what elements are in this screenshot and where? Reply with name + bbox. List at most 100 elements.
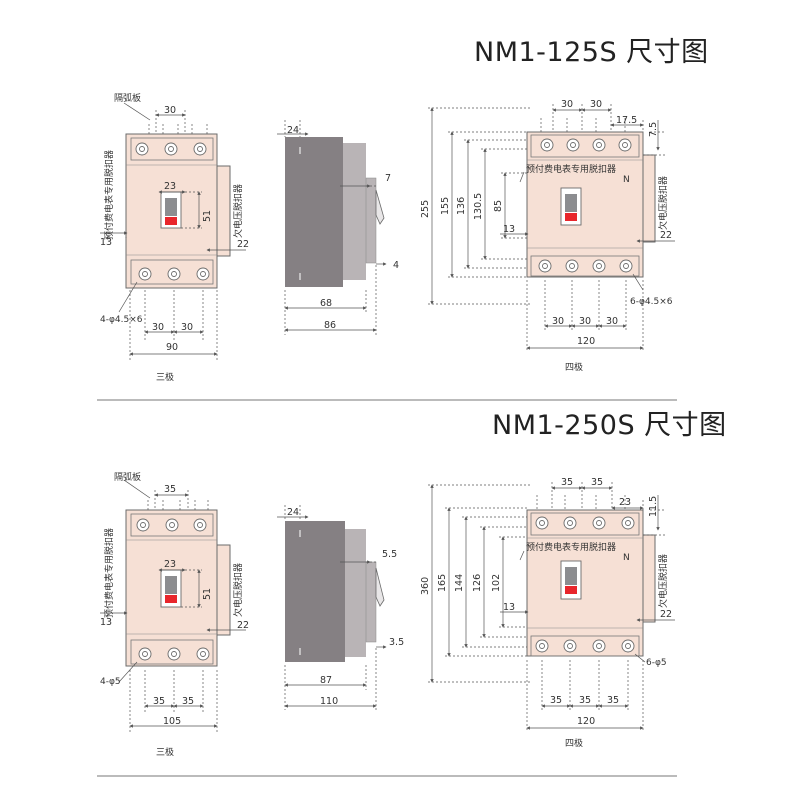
terminal-screws-bottom-250: [138, 647, 210, 661]
title-nm1-250s: NM1-250S 尺寸图: [492, 410, 727, 441]
title-nm1-125s: NM1-125S 尺寸图: [474, 37, 709, 68]
dim-pitch-a: 30: [152, 322, 164, 333]
dim-right-22-4p: 22: [660, 230, 672, 241]
dim-right-22-4p-250: 22: [660, 609, 672, 620]
terminal-screws-top-4p: [540, 138, 632, 152]
front-view-3pole: 隔弧板 30 预付费电表专用脱扣器 欠电压脱扣器 23 51 13 22 4-φ…: [100, 92, 249, 383]
dim-pitch-a-4p-250: 35: [561, 477, 573, 488]
handle-250: [160, 569, 182, 608]
label-prepaid-release-4p-250: 预付费电表专用脱扣器: [526, 541, 616, 553]
side-view-250: 24 5.5 3.5 87 110: [277, 505, 404, 710]
dim-top-pitch-250: 35: [164, 484, 176, 495]
dim-side-7: 7: [385, 173, 391, 184]
dim-mount-holes-4p-250: 6-φ5: [646, 658, 667, 668]
side-dimension-lines: [277, 120, 387, 335]
dim-right-22-250: 22: [237, 620, 249, 631]
dim-height-144: 144: [454, 574, 465, 592]
dim-height-136: 136: [456, 197, 467, 215]
caption-three-pole-250: 三极: [156, 746, 174, 758]
dim-height-130-5: 130.5: [473, 193, 484, 220]
dim-pitch-a-250: 35: [153, 696, 165, 707]
side-dimension-lines-250: [277, 505, 387, 710]
label-undervoltage-release-4p-250: 欠电压脱扣器: [657, 554, 669, 608]
terminal-screws-bottom-4p-250: [535, 639, 635, 653]
side-handle: [375, 189, 385, 225]
side-handle-base: [365, 177, 377, 264]
label-undervoltage-release-250: 欠电压脱扣器: [232, 563, 244, 617]
dim-bottom-pitch-3: 30: [606, 316, 618, 327]
dim-left-13-250: 13: [100, 617, 112, 628]
handle-4p: [560, 187, 582, 226]
terminal-screws-top-4p-250: [535, 516, 635, 530]
dim-side-top: 24: [287, 125, 299, 136]
dim-pitch-b: 30: [181, 322, 193, 333]
nm1-125s-section: 隔弧板 30 预付费电表专用脱扣器 欠电压脱扣器 23 51 13 22 4-φ…: [100, 92, 675, 383]
dim-mount-holes-250: 4-φ5: [100, 677, 121, 687]
side-cover-250: [345, 529, 366, 657]
dim-bottom-pitch-3-250: 35: [607, 695, 619, 706]
dim-height-102: 102: [491, 574, 502, 592]
dim-side-3-5: 3.5: [389, 637, 404, 648]
caption-three-pole: 三极: [156, 371, 174, 383]
dim-left-13-4p-250: 13: [503, 602, 515, 613]
dim-side-110: 110: [320, 696, 338, 707]
dim-height-126: 126: [472, 574, 483, 592]
side-main-body: [285, 137, 343, 287]
dim-width: 90: [166, 342, 178, 353]
label-prepaid-release-4p: 预付费电表专用脱扣器: [526, 163, 616, 175]
label-prepaid-release: 预付费电表专用脱扣器: [103, 150, 115, 240]
handle: [160, 191, 182, 229]
accessory-box-4p-250: [642, 534, 656, 623]
dim-top-pitch: 30: [164, 105, 176, 116]
dim-mount-holes-4p: 6-φ4.5×6: [630, 297, 673, 307]
dimension-lines-4p: [428, 104, 675, 352]
dim-bottom-pitch-1: 30: [552, 316, 564, 327]
dim-height-360: 360: [420, 577, 431, 595]
dim-height-165: 165: [437, 574, 448, 592]
bottom-terminal-strip: [130, 259, 214, 285]
dim-pitch-b-250: 35: [182, 696, 194, 707]
dim-width-250: 105: [163, 716, 181, 727]
breaker-body-4p: [526, 131, 644, 278]
dim-height-155: 155: [440, 197, 451, 215]
side-view: 24 7 4 68 86: [277, 120, 399, 335]
dim-width-4p: 120: [577, 336, 595, 347]
dim-handle-width: 23: [164, 181, 176, 192]
front-view-4pole-250: 35 35 23 11.5 360 165 144 126 102 预付费电表专…: [420, 477, 675, 749]
terminal-screws-bottom-4p: [538, 259, 633, 273]
front-view-4pole: 30 30 17.5 7.5 255 155 136 130.5 85 预付费电…: [420, 99, 675, 373]
dim-bottom-pitch-1-250: 35: [550, 695, 562, 706]
dim-right-22: 22: [237, 239, 249, 250]
top-terminal-strip: [130, 137, 214, 161]
bottom-terminal-strip-4p: [530, 255, 640, 277]
label-undervoltage-release-4p: 欠电压脱扣器: [657, 176, 669, 230]
dim-bottom-pitch-2: 30: [579, 316, 591, 327]
dim-pitch-a-4p: 30: [561, 99, 573, 110]
dim-pitch-b-4p: 30: [590, 99, 602, 110]
dim-11-5: 11.5: [648, 496, 659, 517]
terminal-screws-bottom: [138, 267, 210, 281]
dimension-lines-4p-250: [428, 482, 675, 732]
side-main-body-250: [285, 521, 345, 662]
label-undervoltage-release: 欠电压脱扣器: [232, 184, 244, 238]
label-arc-plate: 隔弧板: [114, 92, 141, 104]
dim-17-5: 17.5: [616, 115, 637, 126]
dim-pitch-b-4p-250: 35: [591, 477, 603, 488]
accessory-box: [216, 165, 231, 257]
accessory-box-4p: [642, 154, 656, 243]
dim-width-4p-250: 120: [577, 716, 595, 727]
front-view-3pole-250: 隔弧板 35 预付费电表专用脱扣器 欠电压脱扣器 23 51 13 22 4-φ…: [100, 471, 249, 758]
top-terminal-strip-250: [130, 513, 214, 537]
caption-four-pole: 四极: [565, 361, 583, 373]
bottom-terminal-strip-4p-250: [530, 635, 640, 657]
dim-side-5-5: 5.5: [382, 549, 397, 560]
nm1-250s-section: 隔弧板 35 预付费电表专用脱扣器 欠电压脱扣器 23 51 13 22 4-φ…: [100, 471, 675, 758]
dim-handle-height-250: 51: [202, 588, 213, 600]
dim-height-85: 85: [493, 200, 504, 212]
dim-mount-holes: 4-φ4.5×6: [100, 315, 143, 325]
dim-bottom-pitch-2-250: 35: [579, 695, 591, 706]
side-handle-250: [375, 567, 385, 607]
terminal-screws-top: [135, 142, 207, 156]
dim-side-86: 86: [324, 320, 336, 331]
dim-height-255: 255: [420, 200, 431, 218]
